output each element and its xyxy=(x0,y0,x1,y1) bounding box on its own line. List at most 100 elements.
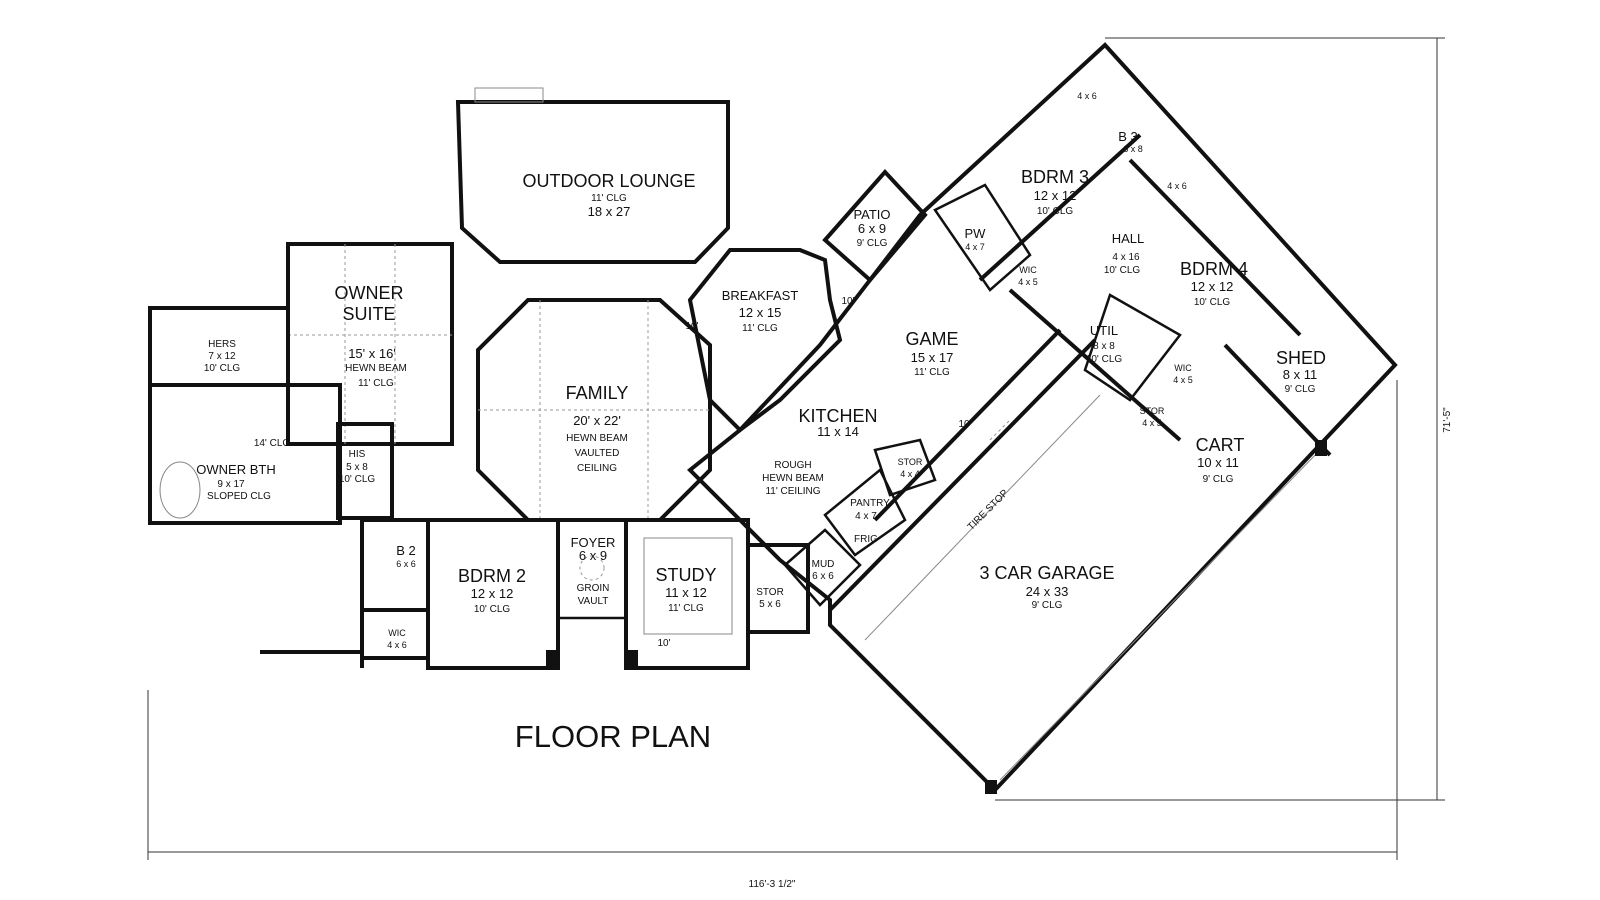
breakfast-dim-right: 10' xyxy=(841,296,854,307)
owner-suite-size: 15' x 16' xyxy=(348,346,396,361)
fireplace xyxy=(474,87,544,103)
family-note-2: VAULTED xyxy=(575,448,620,459)
bdrm3-label: BDRM 3 xyxy=(1021,167,1089,187)
stor-util-size: 4 x 5 xyxy=(1142,418,1162,428)
patio-label: PATIO xyxy=(853,207,890,222)
hall-ceiling: 10' CLG xyxy=(1104,265,1141,276)
util-label: UTIL xyxy=(1090,323,1118,338)
kitchen-label: KITCHEN xyxy=(798,406,877,426)
kitchen-size: 11 x 14 xyxy=(817,424,859,439)
owner-suite-note: HEWN BEAM xyxy=(345,363,407,374)
hers-ceiling: 10' CLG xyxy=(204,363,241,374)
hers-label: HERS xyxy=(208,339,236,350)
outdoor-lounge-size: 18 x 27 xyxy=(588,204,631,219)
breakfast-label: BREAKFAST xyxy=(722,288,799,303)
hall-label: HALL xyxy=(1112,231,1145,246)
stor-study-size: 5 x 6 xyxy=(759,599,781,610)
porch-wall xyxy=(260,650,364,668)
game-dim: 10' xyxy=(958,419,971,430)
cart-ceiling: 9' CLG xyxy=(1203,474,1234,485)
foyer-label: FOYER xyxy=(571,535,616,550)
room-labels: OUTDOOR LOUNGE 11' CLG 18 x 27 PATIO 6 x… xyxy=(196,91,1326,650)
garage-label: 3 CAR GARAGE xyxy=(979,563,1114,583)
outdoor-lounge-label: OUTDOOR LOUNGE xyxy=(522,171,695,191)
owner-suite-label-2: SUITE xyxy=(342,304,395,324)
page-title: FLOOR PLAN xyxy=(515,719,711,754)
outdoor-lounge-walls xyxy=(455,100,730,264)
bath-a-size: 4 x 6 xyxy=(1077,91,1097,101)
owner-suite-walls xyxy=(286,242,454,446)
wic-bdrm2-label: WIC xyxy=(388,628,406,638)
frig-label: FRIG xyxy=(854,534,878,545)
mud-label: MUD xyxy=(812,559,835,570)
shed-size: 8 x 11 xyxy=(1283,367,1317,382)
bdrm2-size: 12 x 12 xyxy=(471,586,514,601)
breakfast-dim-left: 10' xyxy=(685,321,698,332)
game-ceiling: 11' CLG xyxy=(914,367,950,378)
game-label: GAME xyxy=(905,329,958,349)
pantry-size: 4 x 7 xyxy=(855,511,877,522)
b2-walls xyxy=(360,518,430,612)
his-ceiling: 10' CLG xyxy=(339,474,376,485)
hers-size: 7 x 12 xyxy=(208,351,236,362)
owner-bath-label: OWNER BTH xyxy=(196,462,275,477)
mud-walls xyxy=(783,528,862,607)
kitchen-note-3: 11' CEILING xyxy=(765,486,820,497)
width-dimension-label: 116'-3 1/2" xyxy=(749,879,796,890)
his-size: 5 x 8 xyxy=(346,462,368,473)
util-walls xyxy=(1083,293,1182,402)
patio-walls xyxy=(822,169,928,283)
util-size: 8 x 8 xyxy=(1093,341,1115,352)
study-ceiling: 11' CLG xyxy=(668,603,704,614)
stor-study-label: STOR xyxy=(756,587,784,598)
b2-label: B 2 xyxy=(396,543,416,558)
tire-stop-label: TIRE STOP xyxy=(966,488,1011,533)
kitchen-note-1: ROUGH xyxy=(774,460,811,471)
wic-bdrm4-label: WIC xyxy=(1174,363,1192,373)
outdoor-lounge-ceiling: 11' CLG xyxy=(591,193,627,204)
pw-label: PW xyxy=(965,226,987,241)
bdrm3-size: 12 x 12 xyxy=(1034,188,1077,203)
b2-size: 6 x 6 xyxy=(396,559,416,569)
bdrm2-label: BDRM 2 xyxy=(458,566,526,586)
family-note-1: HEWN BEAM xyxy=(566,433,628,444)
his-label: HIS xyxy=(349,449,366,460)
cart-size: 10 x 11 xyxy=(1197,455,1239,470)
wic-bdrm3-size: 4 x 5 xyxy=(1018,277,1038,287)
breakfast-walls xyxy=(687,248,843,433)
bdrm4-size: 12 x 12 xyxy=(1191,279,1234,294)
right-wing-walls xyxy=(687,42,1398,793)
garage-ceiling: 9' CLG xyxy=(1032,600,1063,611)
owner-suite-ceiling: 11' CLG xyxy=(358,378,394,389)
pw-walls xyxy=(933,183,1032,292)
owner-bath-size: 9 x 17 xyxy=(217,479,245,490)
stor-study-walls xyxy=(746,543,810,634)
bdrm4-ceiling: 10' CLG xyxy=(1194,297,1231,308)
depth-dimension-label: 71'-5" xyxy=(1442,407,1453,433)
cart-label: CART xyxy=(1196,435,1245,455)
stor-kitchen-size: 4 x 4 xyxy=(900,469,920,479)
stor-util-label: STOR xyxy=(1140,406,1165,416)
mud-size: 6 x 6 xyxy=(812,571,834,582)
owner-suite-label-1: OWNER xyxy=(335,283,404,303)
breakfast-ceiling: 11' CLG xyxy=(742,323,778,334)
family-size: 20' x 22' xyxy=(573,413,621,428)
bath-b-size: 4 x 6 xyxy=(1167,181,1187,191)
game-size: 15 x 17 xyxy=(911,350,954,365)
patio-size: 6 x 9 xyxy=(858,221,886,236)
owner-bath-walls xyxy=(148,383,342,525)
foyer-note-2: VAULT xyxy=(578,596,609,607)
shed-ceiling: 9' CLG xyxy=(1285,384,1316,395)
walls xyxy=(148,42,1398,794)
pantry-walls xyxy=(823,468,907,557)
bdrm4-label: BDRM 4 xyxy=(1180,259,1248,279)
study-size: 11 x 12 xyxy=(665,585,707,600)
garage-size: 24 x 33 xyxy=(1026,584,1069,599)
shed-label: SHED xyxy=(1276,348,1326,368)
wic-bdrm2-size: 4 x 6 xyxy=(387,640,407,650)
b3-size: 6 x 8 xyxy=(1123,144,1143,154)
dimension-lines xyxy=(147,37,1445,860)
bdrm3-ceiling: 10' CLG xyxy=(1037,206,1074,217)
kitchen-note-2: HEWN BEAM xyxy=(762,473,824,484)
b3-label: B 3 xyxy=(1118,129,1138,144)
